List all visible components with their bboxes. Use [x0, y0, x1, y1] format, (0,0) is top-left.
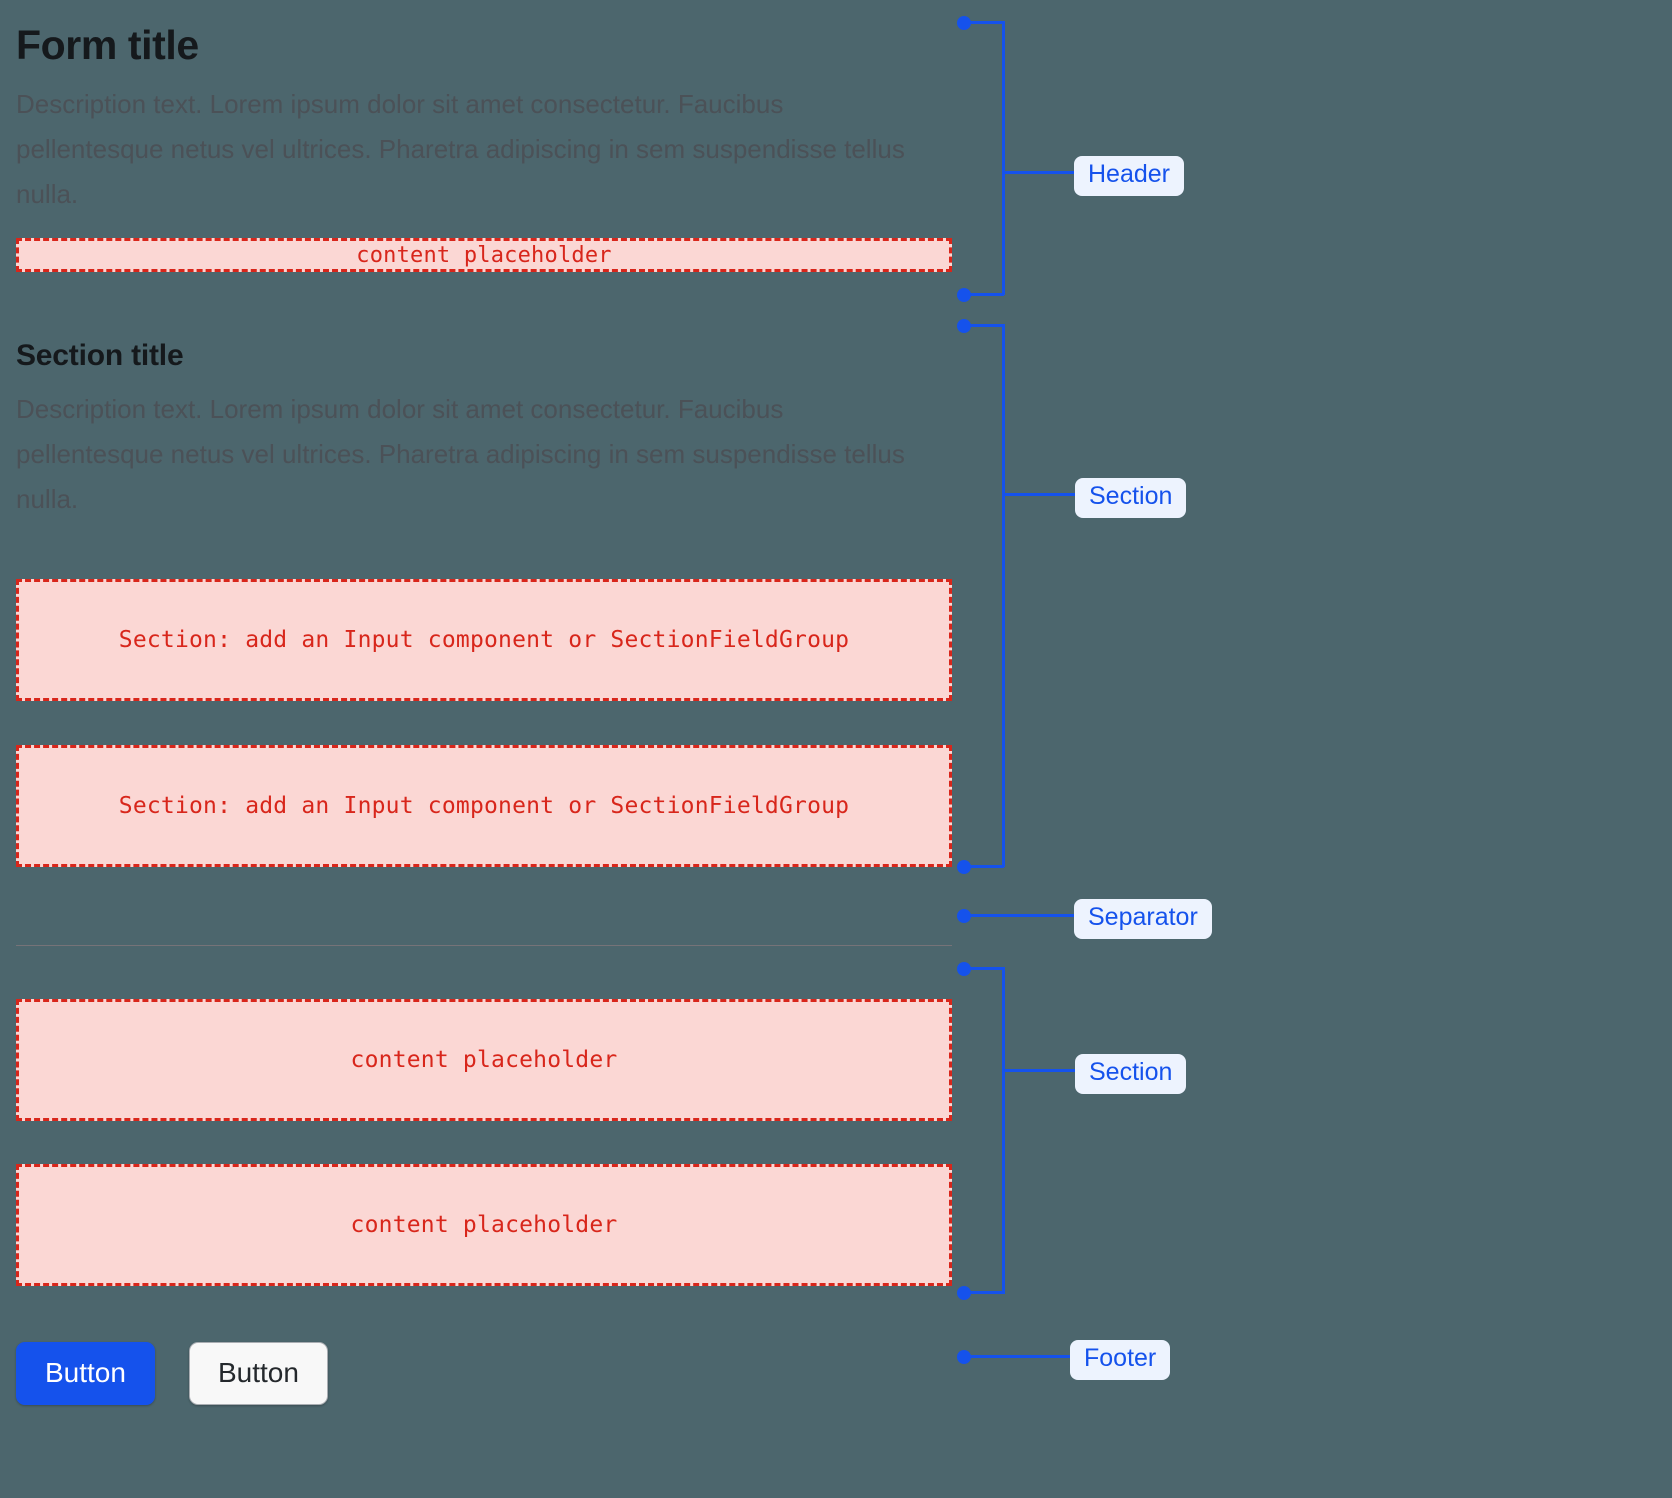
- form-column: Form title Description text. Lorem ipsum…: [16, 0, 954, 1405]
- section-two-block: content placeholder content placeholder: [16, 999, 954, 1287]
- header-bracket-line-bottom: [964, 293, 1004, 296]
- form-header-block: Form title Description text. Lorem ipsum…: [16, 22, 954, 273]
- header-bracket-spine: [1002, 21, 1005, 295]
- section-one-leader-line: [1002, 493, 1075, 496]
- section-title: Section title: [16, 339, 184, 373]
- page-title: Form title: [16, 22, 199, 68]
- separator-leader-line: [964, 914, 1074, 917]
- section-two-placeholder-2[interactable]: content placeholder: [16, 1164, 952, 1287]
- annotation-badge-header[interactable]: Header: [1074, 156, 1184, 196]
- section-one-block: Section title Description text. Lorem ip…: [16, 338, 954, 868]
- header-description: Description text. Lorem ipsum dolor sit …: [16, 89, 905, 209]
- section-one-bracket-dot-bottom: [957, 860, 971, 874]
- section-two-leader-line: [1002, 1069, 1075, 1072]
- section-one-placeholder-1[interactable]: Section: add an Input component or Secti…: [16, 579, 952, 702]
- annotation-badge-section-two[interactable]: Section: [1075, 1054, 1187, 1094]
- footer-leader-line: [964, 1355, 1070, 1358]
- section-two-bracket-line-bottom: [964, 1291, 1004, 1294]
- section-one-placeholder-2[interactable]: Section: add an Input component or Secti…: [16, 745, 952, 868]
- section-one-bracket-line-bottom: [964, 865, 1004, 868]
- section-two-bracket-spine: [1002, 967, 1005, 1294]
- annotation-badge-section-one[interactable]: Section: [1075, 478, 1187, 518]
- form-footer: Button Button: [16, 1342, 954, 1405]
- section-one-bracket-line-top: [964, 324, 1004, 327]
- annotation-badge-separator[interactable]: Separator: [1074, 899, 1212, 939]
- section-two-bracket-line-top: [964, 967, 1004, 970]
- primary-button[interactable]: Button: [16, 1342, 155, 1405]
- section-one-bracket-spine: [1002, 324, 1005, 867]
- header-bracket-line-top: [964, 21, 1004, 24]
- secondary-button[interactable]: Button: [188, 1342, 328, 1405]
- section-one-description: Description text. Lorem ipsum dolor sit …: [16, 394, 905, 514]
- header-bracket-dot-bottom: [957, 288, 971, 302]
- header-content-placeholder[interactable]: content placeholder: [16, 238, 952, 273]
- header-leader-line: [1002, 171, 1074, 174]
- annotation-badge-footer[interactable]: Footer: [1070, 1340, 1171, 1380]
- section-two-placeholder-1[interactable]: content placeholder: [16, 999, 952, 1122]
- separator-rule: [16, 945, 952, 947]
- section-two-bracket-dot-bottom: [957, 1286, 971, 1300]
